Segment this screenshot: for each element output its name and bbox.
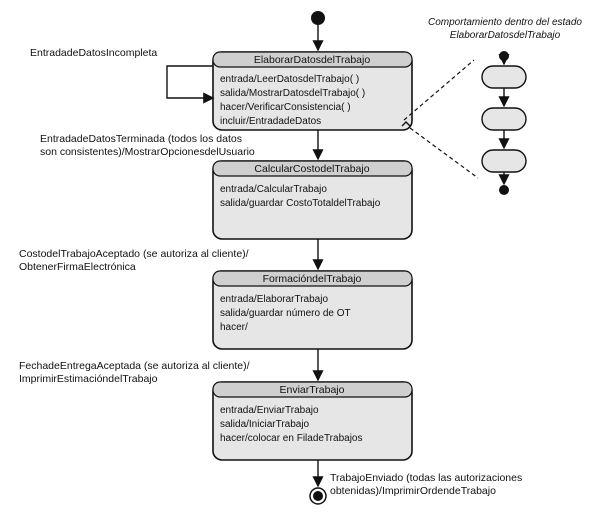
state-action: entrada/EnviarTrabajo	[220, 405, 319, 416]
transition-label: ImprimirEstimacióndelTrabajo	[19, 373, 158, 385]
final-state	[309, 487, 327, 505]
state-action: entrada/ElaborarTrabajo	[220, 294, 328, 305]
state-action: salida/MostrarDatosdelTrabajo( )	[220, 88, 365, 99]
state-title: EnviarTrabajo	[280, 384, 345, 396]
transition-label: FechadeEntregaAceptada (se autoriza al c…	[19, 360, 250, 372]
self-loop-label: EntradadeDatosIncompleta	[30, 47, 157, 59]
transition-label: CostodelTrabajoAceptado (se autoriza al …	[19, 248, 249, 260]
substate-caption: Comportamiento dentro del estado	[428, 17, 582, 28]
substate-machine	[481, 51, 527, 195]
substate-caption: ElaborarDatosdelTrabajo	[450, 30, 561, 41]
substate-pill	[481, 107, 527, 131]
state-formacion-trabajo: FormacióndelTrabajo entrada/ElaborarTrab…	[212, 270, 413, 350]
state-calcular-costo: CalcularCostodelTrabajo entrada/Calcular…	[212, 160, 413, 240]
state-elaborar-datos: ElaborarDatosdelTrabajo entrada/LeerDato…	[212, 51, 413, 131]
state-action: entrada/CalcularTrabajo	[220, 184, 327, 195]
state-title: ElaborarDatosdelTrabajo	[254, 54, 371, 66]
state-action: salida/IniciarTrabajo	[220, 419, 310, 430]
transition-label: obtenidas)/ImprimirOrdendeTrabajo	[330, 485, 496, 497]
transition-label: TrabajoEnviado (todas las autorizaciones	[330, 472, 522, 484]
substate-pill	[481, 65, 527, 89]
transition-label: ObtenerFirmaElectrónica	[19, 261, 136, 273]
transition-label: EntradadeDatosTerminada (todos los datos	[40, 133, 242, 145]
state-action: salida/guardar número de OT	[220, 308, 351, 319]
transition-label: son consistentes)/MostrarOpcionesdelUsua…	[40, 146, 255, 158]
state-action: incluir/EntradadeDatos	[220, 116, 321, 127]
substate-initial	[499, 51, 509, 61]
state-enviar-trabajo: EnviarTrabajo entrada/EnviarTrabajo sali…	[212, 381, 413, 461]
self-loop-arrow	[166, 65, 215, 104]
state-action: entrada/LeerDatosdelTrabajo( )	[220, 74, 359, 85]
state-action: hacer/	[220, 322, 248, 333]
substate-pill	[481, 149, 527, 173]
zoom-connector-top	[403, 59, 475, 121]
composite-indicator-icon	[401, 121, 411, 127]
initial-state	[311, 11, 325, 25]
state-action: hacer/VerificarConsistencia( )	[220, 102, 351, 113]
state-action: hacer/colocar en FiladeTrabajos	[220, 433, 362, 444]
state-action: salida/guardar CostoTotaldelTrabajo	[220, 198, 381, 209]
zoom-connector-bottom	[409, 127, 479, 179]
substate-final	[499, 185, 509, 195]
state-title: CalcularCostodelTrabajo	[254, 163, 369, 175]
state-title: FormacióndelTrabajo	[263, 273, 362, 285]
